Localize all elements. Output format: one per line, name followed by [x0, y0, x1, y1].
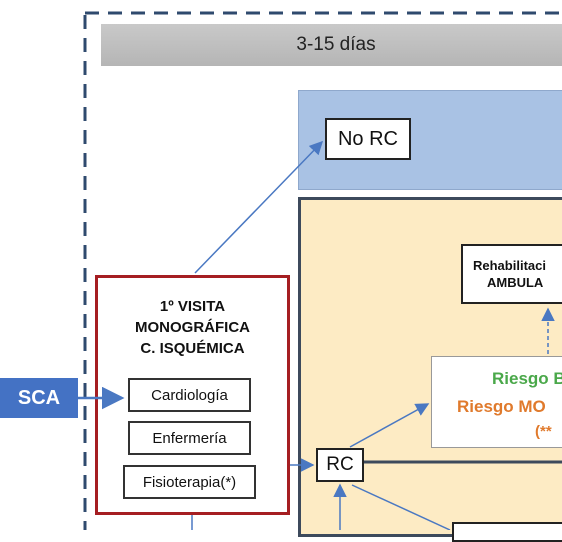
arrow-rc-to-risk	[349, 403, 430, 448]
first-visit-title: 1º VISITA MONOGRÁFICA C. ISQUÉMICA	[98, 296, 287, 359]
risk-box: Riesgo B Riesgo MO (**	[431, 356, 562, 448]
rehab-label-line1: Rehabilitaci	[473, 258, 546, 273]
rc-label: RC	[326, 454, 354, 475]
rc-box: RC	[316, 448, 364, 482]
arrow-layer	[78, 140, 562, 530]
moderate-risk-label: Riesgo MO	[457, 397, 546, 416]
no-rc-box: No RC	[325, 118, 411, 160]
visit-title-line2: MONOGRÁFICA	[135, 319, 250, 336]
fisioterapia-box: Fisioterapia(*)	[123, 465, 256, 499]
visit-title-line3: C. ISQUÉMICA	[140, 340, 245, 357]
connector-layer	[83, 11, 562, 530]
rehab-label-line2: AMBULA	[487, 275, 544, 290]
first-visit-box: 1º VISITA MONOGRÁFICA C. ISQUÉMICA Cardi…	[95, 275, 290, 515]
timeframe-header: 3-15 días	[101, 24, 562, 66]
cardiologia-box: Cardiología	[128, 378, 251, 412]
enfermeria-label: Enfermería	[152, 429, 227, 447]
timeframe-label: 3-15 días	[296, 34, 376, 55]
arrow-visit-to-norc	[194, 140, 324, 274]
sca-box: SCA	[0, 378, 78, 418]
fisioterapia-label: Fisioterapia(*)	[142, 473, 237, 491]
dashed-frame	[83, 11, 562, 530]
sca-label: SCA	[17, 386, 61, 409]
moderate-risk-note: (**	[535, 423, 552, 440]
low-risk-label: Riesgo B	[492, 369, 562, 388]
cardiologia-label: Cardiología	[151, 386, 228, 404]
rehab-box: Rehabilitaci AMBULA	[461, 244, 562, 304]
enfermeria-box: Enfermería	[128, 421, 251, 455]
visit-title-line1: 1º VISITA	[159, 298, 226, 315]
no-rc-label: No RC	[337, 127, 398, 150]
arrow-rc-down-right	[351, 484, 451, 530]
